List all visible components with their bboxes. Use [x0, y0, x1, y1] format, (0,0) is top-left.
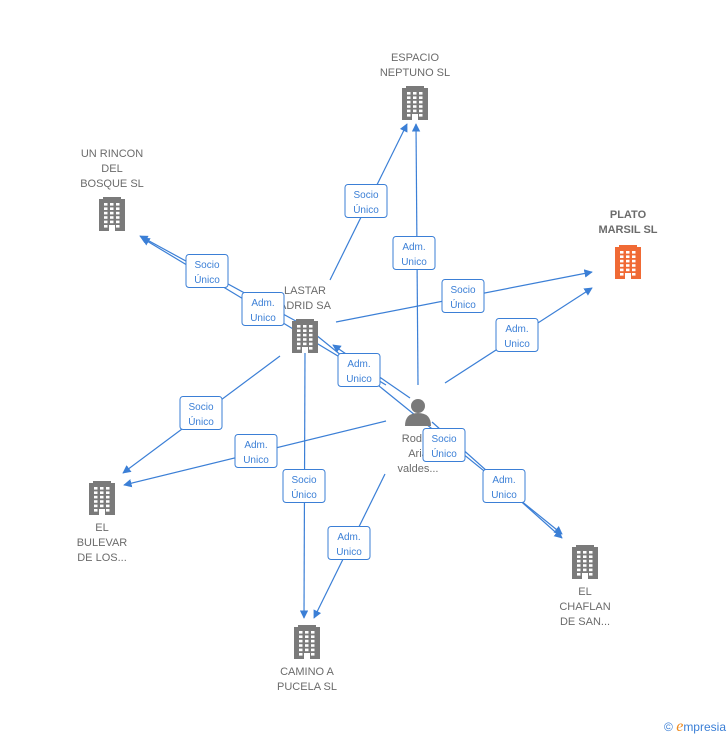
node-label-line: CAMINO A — [280, 666, 334, 678]
node-label-line: valdes... — [398, 463, 439, 475]
node-label-line: DEL — [101, 163, 122, 175]
brand-initial: e — [676, 718, 684, 735]
edge-label-text: Adm. — [337, 532, 360, 543]
edge-label-text: Unico — [504, 339, 530, 350]
edge-label-text: Adm. — [505, 324, 528, 335]
edge-label-text: Socio — [353, 190, 378, 201]
node-label-line: PUCELA SL — [277, 681, 337, 693]
node-label-line: BULEVAR — [77, 537, 128, 549]
edge-label-text: Socio — [291, 475, 316, 486]
building-icon — [294, 625, 320, 659]
edge-label-text: Unico — [491, 490, 517, 501]
edge-label-rodrigo-to-bulevar[interactable]: Adm. Unico — [234, 434, 278, 468]
person-icon — [405, 399, 431, 426]
edge-label-text: Único — [188, 415, 214, 428]
node-label-line: LASTAR — [284, 285, 326, 297]
node-label-line: CHAFLAN — [559, 601, 610, 613]
edge-label-rodrigo-to-espacio[interactable]: Adm. Unico — [392, 236, 436, 270]
edge-label-text: Único — [431, 447, 457, 460]
edge-label-rodrigo-to-lastar[interactable]: Adm. Unico — [337, 353, 381, 387]
edge-label-rodrigo-to-camino[interactable]: Adm. Unico — [327, 526, 371, 560]
building-icon — [572, 545, 598, 579]
edge-labels-layer: SocioÚnicoAdm.UnicoSocioÚnicoAdm.UnicoSo… — [179, 184, 539, 560]
edge-label-text: Adm. — [251, 298, 274, 309]
building-icon — [292, 319, 318, 353]
building-icon — [615, 245, 641, 279]
node-label-line: BOSQUE SL — [80, 178, 144, 190]
edge-label-text: Socio — [188, 402, 213, 413]
node-label-line: ESPACIO — [391, 52, 440, 64]
brand-footer[interactable]: © empresia — [664, 718, 726, 736]
edge-label-text: Único — [194, 273, 220, 286]
node-lastar[interactable]: LASTAR ADRID SA — [279, 285, 332, 353]
edge-label-text: Unico — [401, 257, 427, 268]
copyright-symbol: © — [664, 720, 673, 734]
node-label-line: MARSIL SL — [598, 224, 657, 236]
node-label-line: DE SAN... — [560, 616, 610, 628]
edge-label-text: Único — [353, 203, 379, 216]
building-icon — [99, 197, 125, 231]
edge-label-text: Único — [450, 298, 476, 311]
building-icon — [89, 481, 115, 515]
edge-label-text: Adm. — [492, 475, 515, 486]
node-label-line: UN RINCON — [81, 148, 143, 160]
building-icon — [402, 86, 428, 120]
node-rincon[interactable]: UN RINCON DEL BOSQUE SL — [80, 148, 144, 231]
edge-label-rodrigo-to-rincon[interactable]: Adm. Unico — [241, 292, 285, 326]
edge-label-text: Unico — [243, 455, 269, 466]
edge-label-text: Adm. — [402, 242, 425, 253]
edge-label-text: Socio — [194, 260, 219, 271]
edge-label-text: Unico — [346, 374, 372, 385]
edge-label-rodrigo-to-plato[interactable]: Adm. Unico — [495, 318, 539, 352]
node-chaflan[interactable]: EL CHAFLAN DE SAN... — [559, 545, 611, 628]
edge-label-text: Adm. — [244, 440, 267, 451]
edge-label-text: Adm. — [347, 359, 370, 370]
node-espacio[interactable]: ESPACIO NEPTUNO SL — [380, 52, 450, 120]
brand-name: mpresia — [683, 720, 726, 734]
node-plato[interactable]: PLATO MARSIL SL — [598, 209, 658, 279]
node-label-line: ADRID SA — [279, 300, 332, 312]
edge-label-text: Socio — [450, 285, 475, 296]
edge-label-text: Unico — [336, 547, 362, 558]
edge-label-rodrigo-to-chaflan[interactable]: Adm. Unico — [482, 469, 526, 503]
nodes-layer: ESPACIO NEPTUNO SL UN RINCON DEL BOSQUE SL PL… — [77, 52, 658, 693]
edge-label-text: Socio — [431, 434, 456, 445]
edge-label-text: Único — [291, 488, 317, 501]
edge-label-text: Unico — [250, 313, 276, 324]
node-bulevar[interactable]: EL BULEVAR DE LOS... — [77, 481, 128, 564]
node-label-line: EL — [95, 522, 108, 534]
node-label-line: PLATO — [610, 209, 647, 221]
node-label-line: DE LOS... — [77, 552, 127, 564]
node-label-line: NEPTUNO SL — [380, 67, 450, 79]
node-camino[interactable]: CAMINO A PUCELA SL — [277, 625, 337, 693]
node-label-line: EL — [578, 586, 591, 598]
